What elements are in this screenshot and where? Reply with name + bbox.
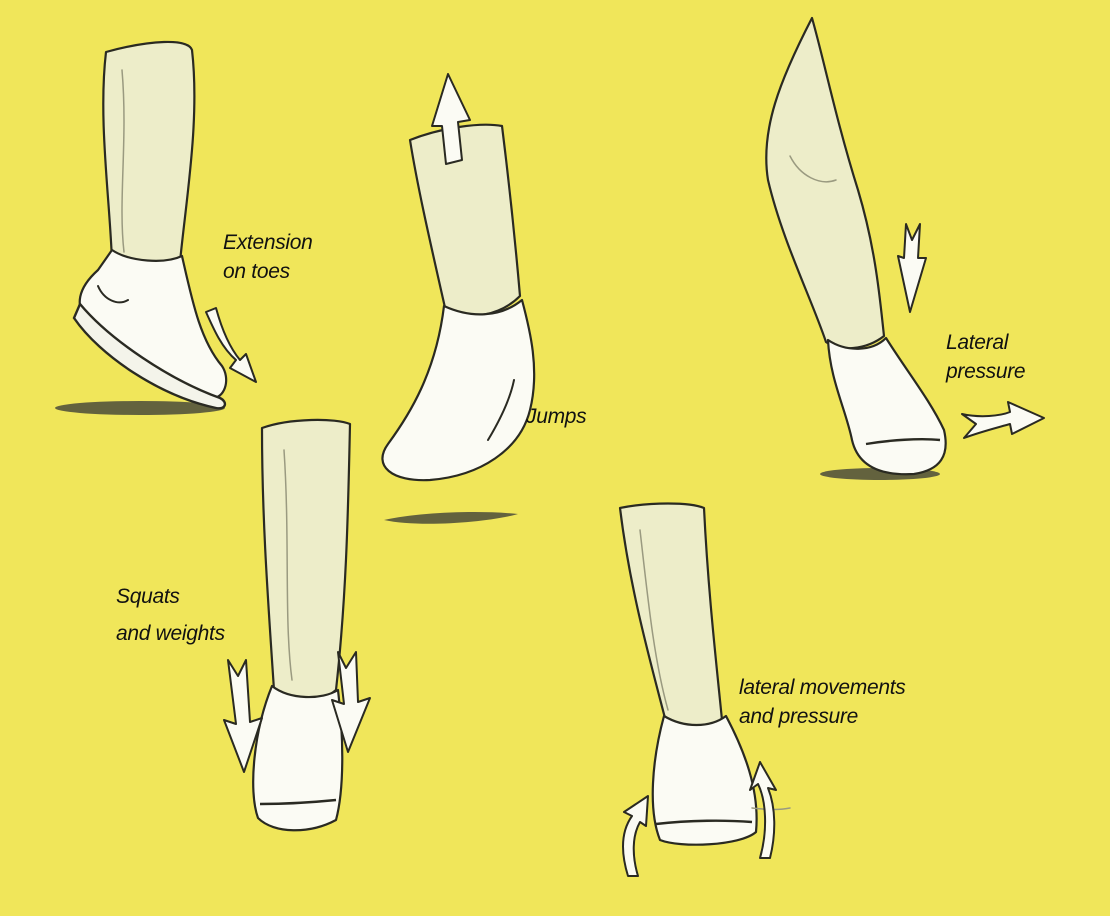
sock-heel [253,686,342,830]
label-jumps: Jumps [525,405,587,428]
label-lateral-line2: pressure [945,360,1025,383]
label-lateral-movements-line1: lateral movements [739,676,906,699]
label-squats-line2: and weights [116,622,226,645]
label-squats-line1: Squats [116,585,180,608]
label-lateral-movements-line2: and pressure [739,705,858,728]
lower-leg [262,420,350,701]
lower-leg [103,42,194,275]
label-lateral-line1: Lateral [946,331,1010,354]
label-extension-line1: Extension [223,231,313,254]
label-extension-line2: on toes [223,260,291,283]
